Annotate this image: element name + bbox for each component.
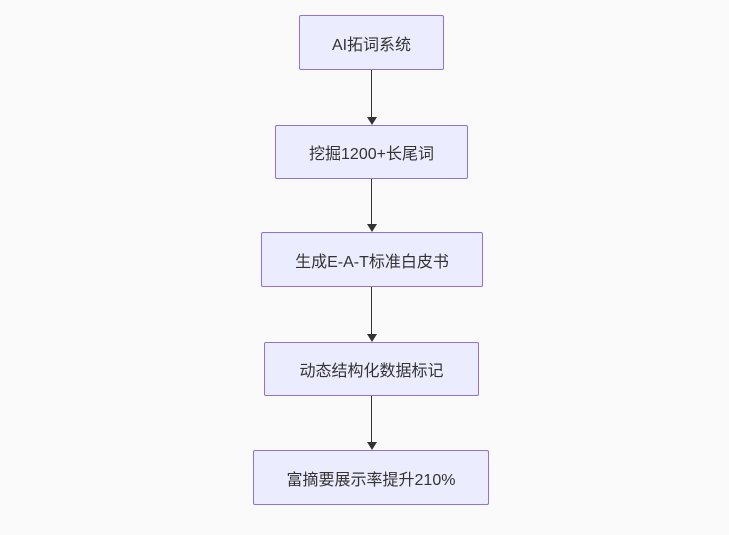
arrow-line	[371, 179, 372, 225]
flow-node-ai-keyword-system: AI拓词系统	[299, 15, 444, 70]
flow-arrow-1	[366, 70, 377, 125]
flow-arrow-2	[366, 179, 377, 232]
flow-node-label: 动态结构化数据标记	[299, 363, 444, 380]
arrow-line	[371, 70, 372, 118]
flow-node-label: 生成E-A-T标准白皮书	[295, 253, 449, 271]
arrow-line	[371, 396, 372, 443]
flow-node-label: 挖掘1200+长尾词	[309, 146, 434, 163]
arrowhead-down-icon	[366, 117, 377, 125]
flow-node-rich-snippet-result: 富摘要展示率提升210%	[253, 450, 489, 505]
arrowhead-down-icon	[366, 442, 377, 450]
flow-arrow-4	[366, 396, 377, 450]
flow-node-eat-whitepaper: 生成E-A-T标准白皮书	[261, 232, 483, 287]
flow-arrow-3	[366, 287, 377, 342]
flow-node-label: AI拓词系统	[331, 36, 412, 54]
flow-node-longtail-mining: 挖掘1200+长尾词	[275, 125, 468, 179]
arrowhead-down-icon	[366, 334, 377, 342]
flow-node-label: 富摘要展示率提升210%	[286, 471, 456, 489]
arrow-line	[371, 287, 372, 335]
arrowhead-down-icon	[366, 224, 377, 232]
flow-node-structured-data-markup: 动态结构化数据标记	[264, 342, 479, 396]
